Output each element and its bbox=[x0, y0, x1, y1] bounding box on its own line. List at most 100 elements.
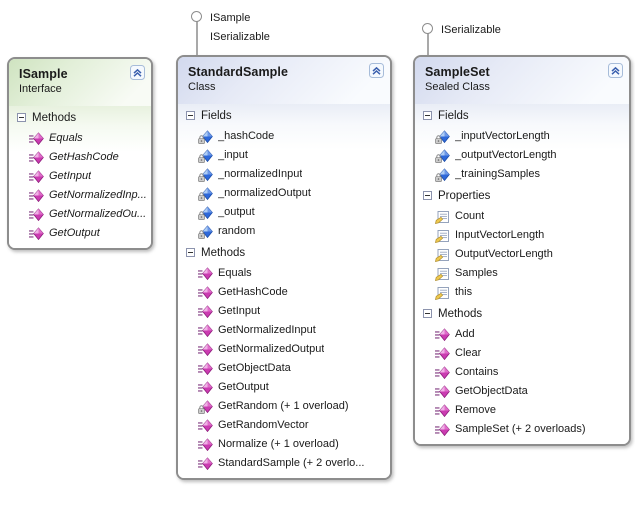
member-row[interactable]: Normalize (+ 1 overload) bbox=[178, 435, 390, 454]
class-box-standardsample[interactable]: StandardSample Class bbox=[176, 55, 392, 480]
collapse-chevron-button[interactable] bbox=[369, 63, 384, 78]
member-label: InputVectorLength bbox=[455, 229, 545, 241]
member-row[interactable]: _output bbox=[178, 203, 390, 222]
member-row[interactable]: _trainingSamples bbox=[415, 165, 629, 184]
class-body: Fields bbox=[178, 104, 390, 478]
member-row[interactable]: GetNormalizedInp... bbox=[9, 186, 151, 205]
property-icon bbox=[435, 229, 450, 243]
compartment-header[interactable]: Fields bbox=[178, 104, 390, 127]
member-row[interactable]: Samples bbox=[415, 264, 629, 283]
method-icon bbox=[198, 266, 213, 281]
member-label: Clear bbox=[455, 347, 482, 359]
member-row[interactable]: _hashCode bbox=[178, 127, 390, 146]
member-row[interactable]: random bbox=[178, 222, 390, 241]
method-icon bbox=[29, 169, 44, 184]
member-label: OutputVectorLength bbox=[455, 248, 553, 260]
member-list: Equals bbox=[178, 264, 390, 473]
member-row[interactable]: OutputVectorLength bbox=[415, 245, 629, 264]
member-list: Count bbox=[415, 207, 629, 302]
member-label: GetInput bbox=[218, 305, 261, 317]
class-header[interactable]: ISample Interface bbox=[9, 59, 151, 106]
member-row[interactable]: GetNormalizedOutput bbox=[178, 340, 390, 359]
interface-lollipop-icon[interactable] bbox=[191, 11, 202, 22]
member-row[interactable]: GetHashCode bbox=[9, 148, 151, 167]
member-row[interactable]: SampleSet (+ 2 overloads) bbox=[415, 420, 629, 439]
member-row[interactable]: GetOutput bbox=[178, 378, 390, 397]
interface-lollipop-icon[interactable] bbox=[422, 23, 433, 34]
member-list: Add bbox=[415, 325, 629, 439]
member-label: GetNormalizedInput bbox=[218, 324, 316, 336]
compartment: Fields bbox=[178, 104, 390, 241]
collapse-expander-icon[interactable] bbox=[423, 191, 432, 200]
collapse-expander-icon[interactable] bbox=[423, 309, 432, 318]
member-label: _inputVectorLength bbox=[455, 130, 550, 142]
member-label: _hashCode bbox=[218, 130, 275, 142]
method-icon bbox=[435, 327, 450, 342]
member-label: Count bbox=[455, 210, 485, 222]
compartment-header[interactable]: Methods bbox=[178, 241, 390, 264]
member-label: GetInput bbox=[49, 170, 92, 182]
member-row[interactable]: Equals bbox=[178, 264, 390, 283]
collapse-chevron-button[interactable] bbox=[608, 63, 623, 78]
member-row[interactable]: Equals bbox=[9, 129, 151, 148]
collapse-chevron-button[interactable] bbox=[130, 65, 145, 80]
class-stereotype: Class bbox=[188, 81, 216, 93]
collapse-expander-icon[interactable] bbox=[186, 111, 195, 120]
member-row[interactable]: Contains bbox=[415, 363, 629, 382]
compartment-header[interactable]: Properties bbox=[415, 184, 629, 207]
member-row[interactable]: StandardSample (+ 2 overlo... bbox=[178, 454, 390, 473]
collapse-expander-icon[interactable] bbox=[423, 111, 432, 120]
method-icon bbox=[29, 207, 44, 222]
member-label: SampleSet (+ 2 overloads) bbox=[455, 423, 586, 435]
compartment-label: Fields bbox=[201, 109, 232, 122]
member-row[interactable]: GetInput bbox=[9, 167, 151, 186]
method-icon bbox=[198, 342, 213, 357]
member-label: Normalize (+ 1 overload) bbox=[218, 438, 339, 450]
member-row[interactable]: GetObjectData bbox=[178, 359, 390, 378]
member-row[interactable]: GetOutput bbox=[9, 224, 151, 243]
compartment-header[interactable]: Methods bbox=[415, 302, 629, 325]
class-header[interactable]: StandardSample Class bbox=[178, 57, 390, 104]
class-stereotype: Sealed Class bbox=[425, 81, 490, 93]
member-label: GetNormalizedOu... bbox=[49, 208, 147, 220]
member-row[interactable]: Count bbox=[415, 207, 629, 226]
class-body: Methods bbox=[9, 106, 151, 248]
class-title: StandardSample bbox=[188, 65, 289, 79]
compartment-header[interactable]: Fields bbox=[415, 104, 629, 127]
member-row[interactable]: GetHashCode bbox=[178, 283, 390, 302]
member-label: Equals bbox=[49, 132, 83, 144]
member-label: Add bbox=[455, 328, 475, 340]
member-label: Equals bbox=[218, 267, 252, 279]
member-row[interactable]: GetRandomVector bbox=[178, 416, 390, 435]
member-row[interactable]: _normalizedOutput bbox=[178, 184, 390, 203]
member-row[interactable]: _input bbox=[178, 146, 390, 165]
member-label: this bbox=[455, 286, 473, 298]
member-row[interactable]: GetInput bbox=[178, 302, 390, 321]
member-row[interactable]: GetObjectData bbox=[415, 382, 629, 401]
member-row[interactable]: Clear bbox=[415, 344, 629, 363]
compartment: Methods bbox=[415, 302, 629, 439]
collapse-expander-icon[interactable] bbox=[186, 248, 195, 257]
method-icon bbox=[198, 361, 213, 376]
class-header[interactable]: SampleSet Sealed Class bbox=[415, 57, 629, 104]
member-row[interactable]: _normalizedInput bbox=[178, 165, 390, 184]
member-row[interactable]: GetRandom (+ 1 overload) bbox=[178, 397, 390, 416]
class-box-sampleset[interactable]: SampleSet Sealed Class bbox=[413, 55, 631, 446]
member-row[interactable]: this bbox=[415, 283, 629, 302]
member-row[interactable]: GetNormalizedInput bbox=[178, 321, 390, 340]
compartment-header[interactable]: Methods bbox=[9, 106, 151, 129]
class-box-isample[interactable]: ISample Interface bbox=[7, 57, 153, 250]
compartment-label: Methods bbox=[201, 246, 246, 259]
member-label: GetNormalizedOutput bbox=[218, 343, 325, 355]
class-stereotype: Interface bbox=[19, 83, 62, 95]
method-icon bbox=[198, 380, 213, 395]
member-row[interactable]: GetNormalizedOu... bbox=[9, 205, 151, 224]
method-icon bbox=[29, 131, 44, 146]
member-label: GetHashCode bbox=[49, 151, 119, 163]
member-row[interactable]: InputVectorLength bbox=[415, 226, 629, 245]
member-row[interactable]: _inputVectorLength bbox=[415, 127, 629, 146]
member-row[interactable]: Add bbox=[415, 325, 629, 344]
collapse-expander-icon[interactable] bbox=[17, 113, 26, 122]
member-row[interactable]: Remove bbox=[415, 401, 629, 420]
member-row[interactable]: _outputVectorLength bbox=[415, 146, 629, 165]
